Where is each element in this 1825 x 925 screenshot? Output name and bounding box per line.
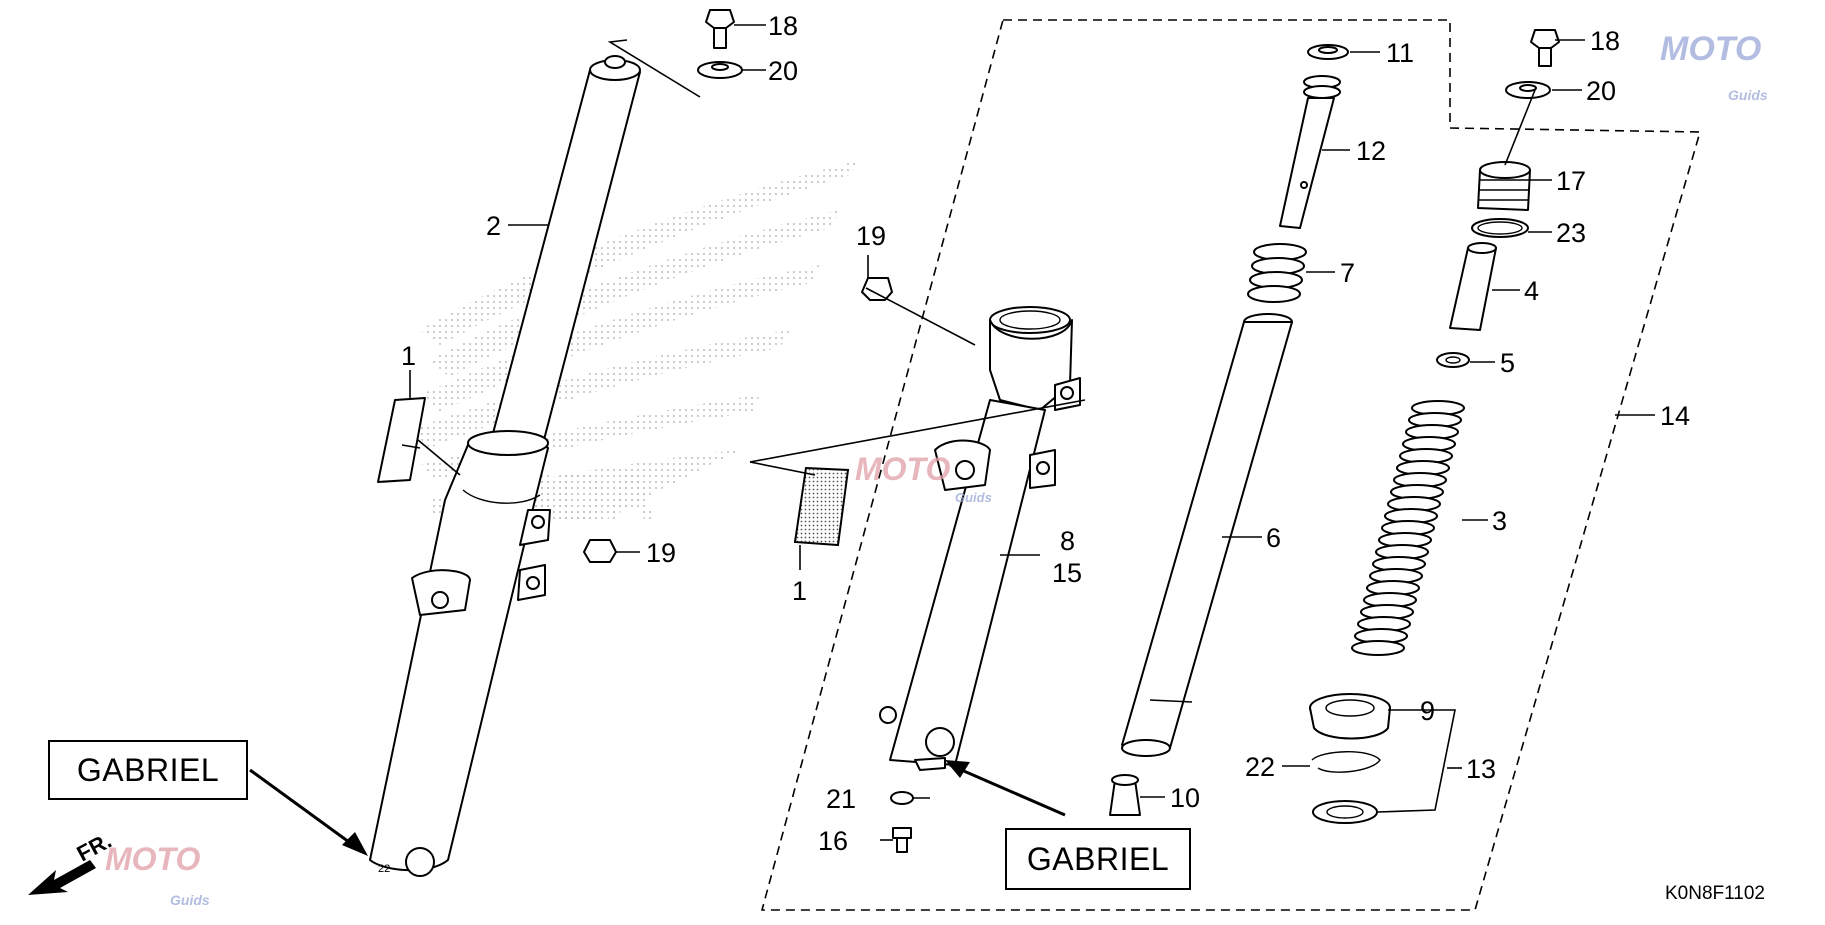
inner-tube-part — [1109, 313, 1293, 816]
brand-label-left: GABRIEL — [48, 740, 248, 800]
watermark-sub-bottom: Guids — [170, 892, 210, 908]
watermark-sub-mid: Guids — [955, 490, 992, 505]
left-fork-assembly: 22 — [369, 9, 743, 877]
callout-19-left: 19 — [646, 538, 676, 568]
leader-lines — [409, 24, 1655, 841]
watermark-text-top: MOTO — [1660, 30, 1761, 68]
callout-1-mid: 1 — [792, 576, 807, 606]
callout-2: 2 — [486, 211, 501, 241]
callout-10: 10 — [1170, 783, 1200, 813]
callout-14: 14 — [1660, 401, 1690, 431]
watermark-sub-top: Guids — [1728, 87, 1768, 103]
callout-22: 22 — [1245, 752, 1275, 782]
kit-dashed-frame — [760, 19, 1702, 911]
watermark-text-mid: MOTO — [855, 451, 951, 487]
callout-20-left: 20 — [768, 56, 798, 86]
svg-text:22: 22 — [378, 863, 390, 875]
callout-13: 13 — [1466, 754, 1496, 784]
callout-numbers: 18 20 2 1 19 19 1 8 15 21 16 11 12 7 6 1… — [401, 11, 1690, 856]
callout-17: 17 — [1556, 166, 1586, 196]
callout-5: 5 — [1500, 348, 1515, 378]
callout-19-mid: 19 — [856, 221, 886, 251]
brand-pointer-arrows — [249, 760, 1066, 856]
callout-6: 6 — [1266, 523, 1281, 553]
right-fork-slider — [793, 277, 1081, 853]
front-direction-arrow-icon: FR. — [28, 828, 116, 895]
brand-label-right: GABRIEL — [1005, 828, 1191, 890]
watermark-text-bottom: MOTO — [105, 841, 201, 877]
reference-code: K0N8F1102 — [1665, 883, 1765, 904]
callout-1-left: 1 — [401, 341, 416, 371]
callout-12: 12 — [1356, 136, 1386, 166]
callout-16: 16 — [818, 826, 848, 856]
callout-23: 23 — [1556, 218, 1586, 248]
callout-7: 7 — [1340, 258, 1355, 288]
callout-8: 8 — [1060, 526, 1075, 556]
callout-18-right: 18 — [1590, 26, 1620, 56]
callout-4: 4 — [1524, 276, 1539, 306]
fork-spring-part — [1351, 400, 1465, 656]
fork-cap-stack — [1436, 29, 1560, 368]
callout-3: 3 — [1492, 506, 1507, 536]
oil-seal-parts — [1309, 693, 1391, 824]
callout-15: 15 — [1052, 558, 1082, 588]
site-watermark-logo: MOTO Guids MOTO Guids MOTO Guids — [105, 30, 1768, 908]
callout-20-right: 20 — [1586, 76, 1616, 106]
callout-9: 9 — [1420, 696, 1435, 726]
callout-21: 21 — [826, 784, 856, 814]
callout-11: 11 — [1386, 38, 1414, 68]
callout-18-left: 18 — [768, 11, 798, 41]
damper-rod-part — [1247, 44, 1349, 303]
